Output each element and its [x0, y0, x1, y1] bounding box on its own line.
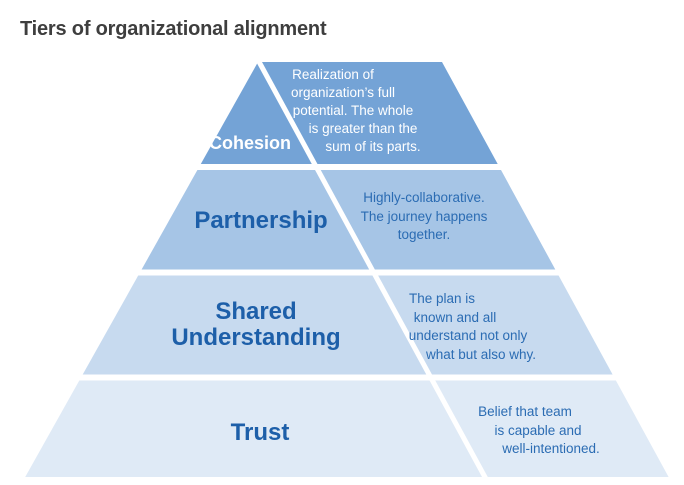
desc-line: known and all — [413, 309, 497, 325]
tier-desc-cohesion: Realization of organization’s full poten… — [233, 66, 433, 156]
desc-line: organization’s full — [290, 85, 396, 100]
desc-line: is greater than the — [308, 121, 418, 136]
desc-line: understand not only — [408, 328, 528, 343]
desc-line: The plan is — [408, 291, 476, 306]
page-title: Tiers of organizational alignment — [20, 18, 327, 40]
tier-3-shape — [82, 275, 613, 375]
desc-line: The journey happens — [360, 208, 488, 224]
tier-label-trust: Trust — [230, 419, 290, 446]
tier-label-partnership: Partnership — [194, 207, 328, 234]
tier-desc-partnership: Highly-collaborative. The journey happen… — [324, 189, 524, 245]
tier-2-shape — [141, 170, 556, 270]
tier-4-shape — [25, 380, 669, 477]
tier-desc-shared-understanding: The plan is known and all understand not… — [342, 290, 542, 364]
desc-line: potential. The whole — [292, 103, 414, 118]
desc-line: well-intentioned. — [502, 441, 600, 456]
tier-desc-trust: Belief that team is capable and well-int… — [425, 403, 625, 459]
desc-line: is capable and — [494, 422, 582, 438]
divider-line — [255, 57, 489, 481]
desc-line: sum of its parts. — [325, 139, 421, 154]
desc-line: Highly-collaborative. — [363, 190, 485, 205]
tier-label-cohesion: Cohesion — [208, 133, 291, 153]
tier-label-shared-understanding: Shared Understanding — [171, 298, 341, 351]
desc-line: together. — [397, 227, 451, 242]
desc-line: what but also why. — [425, 346, 537, 362]
desc-line: Realization of — [292, 67, 374, 82]
desc-line: Belief that team — [478, 404, 572, 419]
